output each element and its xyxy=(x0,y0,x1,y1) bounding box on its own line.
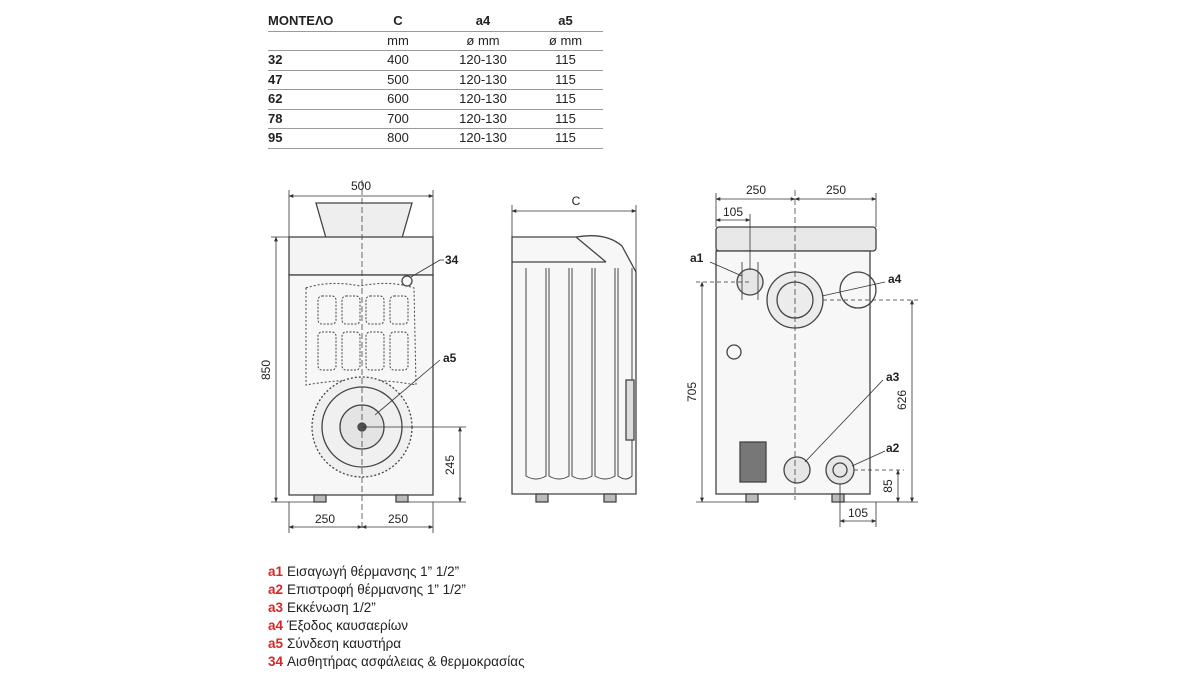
cell-model: 78 xyxy=(268,110,283,126)
callout-a3: a3 xyxy=(886,370,900,384)
legend-code: a5 xyxy=(268,636,284,651)
header-c: C xyxy=(393,13,403,28)
cell-c: 500 xyxy=(387,71,409,87)
rear-view xyxy=(715,190,877,503)
cell-a4: 120-130 xyxy=(459,110,507,126)
legend-code: a3 xyxy=(268,600,284,615)
side-view xyxy=(511,235,637,503)
height-626-label: 626 xyxy=(895,390,909,410)
burner-height-label: 245 xyxy=(443,455,457,475)
cell-c: 600 xyxy=(387,91,409,106)
cell-model: 62 xyxy=(268,91,283,106)
a3-drain xyxy=(783,456,811,484)
unit-a5: ø mm xyxy=(548,32,583,48)
legend-text: Επιστροφή θέρμανσης 1” 1/2” xyxy=(287,582,466,597)
legend-text: Αισθητήρας ασφάλειας & θερμοκρασίας xyxy=(287,654,525,669)
side-dimensions xyxy=(511,205,637,272)
spec-table: ΜΟΝΤΕΛΟ C a4 a5 mm ø mm ø mm 32 400 120-… xyxy=(268,12,603,149)
legend-code: a2 xyxy=(268,582,284,597)
rear-left-half-label: 250 xyxy=(746,183,766,197)
callout-a5: a5 xyxy=(443,351,457,365)
front-view xyxy=(288,180,434,530)
cell-a5: 115 xyxy=(555,130,576,145)
height-705-label: 705 xyxy=(685,382,699,402)
front-right-half-label: 250 xyxy=(388,512,408,526)
cell-a5: 115 xyxy=(555,91,576,106)
front-width-label: 500 xyxy=(351,179,371,193)
cell-a4: 120-130 xyxy=(459,52,507,67)
height-85-label: 85 xyxy=(881,479,895,493)
table-header-row: ΜΟΝΤΕΛΟ C a4 a5 xyxy=(268,12,603,32)
cell-model: 95 xyxy=(268,130,283,145)
unit-a4: ø mm xyxy=(466,32,500,48)
legend-text: Εκκένωση 1/2” xyxy=(287,600,376,615)
sensor-34 xyxy=(401,275,413,287)
table-row: 78 700 120-130 115 xyxy=(268,110,603,129)
cell-a5: 115 xyxy=(555,110,576,126)
table-units-row: mm ø mm ø mm xyxy=(268,32,603,51)
a2-return xyxy=(825,455,855,485)
front-left-half-label: 250 xyxy=(315,512,335,526)
callout-34: 34 xyxy=(445,253,459,267)
front-height-label: 850 xyxy=(259,360,273,380)
legend-text: Σύνδεση καυστήρα xyxy=(287,636,402,651)
legend-code: a4 xyxy=(268,618,284,633)
legend-text: Έξοδος καυσαερίων xyxy=(287,618,408,633)
a2-offset-label: 105 xyxy=(848,506,868,520)
header-a4: a4 xyxy=(475,13,491,28)
cell-a4: 120-130 xyxy=(459,91,507,106)
table-row: 62 600 120-130 115 xyxy=(268,90,603,110)
side-depth-label: C xyxy=(572,194,581,208)
header-a5: a5 xyxy=(558,13,573,28)
legend-text: Εισαγωγή θέρμανσης 1” 1/2” xyxy=(287,564,460,579)
cell-c: 800 xyxy=(387,130,409,145)
table-row: 95 800 120-130 115 xyxy=(268,129,603,149)
cell-c: 400 xyxy=(387,52,409,67)
unit-c: mm xyxy=(387,32,409,48)
cell-model: 47 xyxy=(268,71,283,87)
legend-code: 34 xyxy=(268,654,284,669)
table-row: 47 500 120-130 115 xyxy=(268,71,603,90)
cell-a5: 115 xyxy=(555,52,576,67)
burner-hood xyxy=(315,202,413,239)
legend-code: a1 xyxy=(268,564,284,579)
cell-a4: 120-130 xyxy=(459,130,507,145)
callout-a1: a1 xyxy=(690,251,704,265)
callout-a2: a2 xyxy=(886,441,900,455)
rear-dimensions xyxy=(696,193,918,527)
side-body xyxy=(511,235,637,495)
callout-a4: a4 xyxy=(888,272,902,286)
cell-a4: 120-130 xyxy=(459,71,507,87)
cell-c: 700 xyxy=(387,110,409,126)
header-model: ΜΟΝΤΕΛΟ xyxy=(268,13,334,28)
rear-right-half-label: 250 xyxy=(826,183,846,197)
table-row: 32 400 120-130 115 xyxy=(268,51,603,71)
cell-model: 32 xyxy=(268,52,283,67)
rear-top-cover xyxy=(715,226,877,252)
front-dimensions xyxy=(271,190,466,533)
a1-offset-label: 105 xyxy=(723,205,743,219)
cell-a5: 115 xyxy=(555,71,576,87)
